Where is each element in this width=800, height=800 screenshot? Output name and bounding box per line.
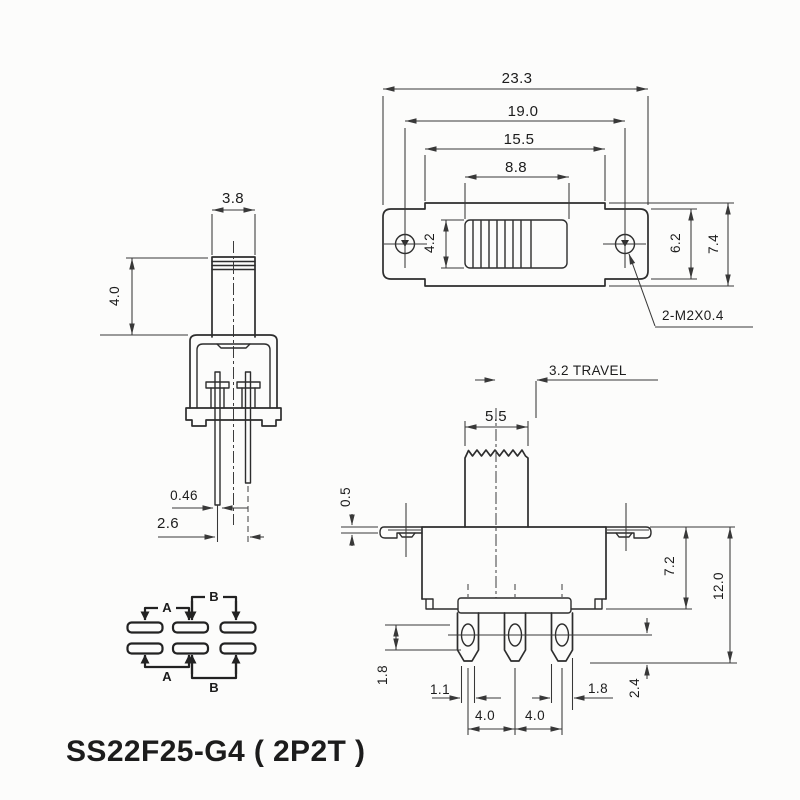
- dim-body-height: 7.2: [662, 556, 677, 576]
- dim-end-height: 6.2: [668, 233, 683, 253]
- circuit-schematic: A B A B: [126, 588, 257, 695]
- dim-overall-height-front: 12.0: [711, 572, 726, 600]
- top-view-flange-outline: [382, 202, 649, 287]
- pad-top-3: [219, 621, 257, 634]
- pad-bottom-3: [219, 642, 257, 655]
- dim-actuator-height: 4.0: [107, 286, 122, 306]
- thread-note-leader: [628, 253, 656, 327]
- dim-tip-width: 1.1: [430, 682, 450, 697]
- pad-top-1: [126, 621, 164, 634]
- dim-terminal-pitch-a: 4.0: [475, 708, 495, 723]
- side-pin-right: [244, 371, 252, 484]
- front-actuator: [464, 449, 529, 528]
- dim-mount-hole-pitch: 19.0: [508, 103, 539, 120]
- front-terminal-strip: [457, 597, 572, 614]
- travel-note: 3.2 TRAVEL: [549, 363, 627, 378]
- front-bracket: [379, 526, 652, 539]
- dim-slot-height: 4.2: [422, 233, 437, 253]
- pole-label-top-a: A: [162, 600, 172, 615]
- bracket-bottom-b: [190, 656, 238, 680]
- side-base: [185, 407, 282, 427]
- dim-terminal-pitch-b: 4.0: [525, 708, 545, 723]
- front-body-outline: [421, 526, 607, 600]
- top-view: 23.3 19.0 15.5 8.8 4.2 6.2 7.4 2-M2X0.4: [382, 70, 753, 328]
- dim-terminal-thickness: 0.46: [170, 488, 198, 503]
- dim-bracket-thickness: 0.5: [338, 487, 353, 507]
- terminal-3: [550, 612, 574, 662]
- top-view-slot: [464, 219, 568, 269]
- side-pin-left: [214, 371, 221, 506]
- dim-terminal-pitch: 2.6: [157, 515, 179, 532]
- dim-overall-width: 23.3: [502, 70, 533, 87]
- side-post-left: [205, 381, 230, 389]
- pad-top-2: [171, 621, 210, 634]
- pole-label-top-b: B: [209, 589, 218, 604]
- pole-label-bottom-a: A: [162, 669, 172, 684]
- thread-note: 2-M2X0.4: [662, 308, 724, 323]
- pad-bottom-2: [171, 642, 210, 655]
- dim-shoulder-height: 1.8: [375, 665, 390, 685]
- pole-label-bottom-b: B: [209, 680, 218, 695]
- slider-knob-ridges: [472, 220, 532, 268]
- dim-shoulder-width: 15.5: [504, 131, 535, 148]
- terminal-1: [456, 612, 480, 662]
- dim-overall-height: 7.4: [706, 234, 721, 254]
- front-view: 3.2 TRAVEL 5.5 0.5 1.8 1.1 4.0 4.0 1.8 2…: [338, 363, 737, 735]
- dim-hole-to-tip: 2.4: [627, 678, 642, 698]
- terminal-2: [503, 612, 527, 662]
- dim-terminal-width: 1.8: [588, 681, 608, 696]
- dim-slot-width: 8.8: [505, 159, 527, 176]
- side-body-outline: [189, 334, 278, 409]
- side-view: 3.8 4.0 0.46 2.6: [100, 190, 282, 542]
- part-title: SS22F25-G4 ( 2P2T ): [66, 735, 365, 768]
- dim-actuator-width-front: 5.5: [485, 408, 507, 425]
- side-post-right: [236, 381, 261, 389]
- dim-actuator-width-side: 3.8: [222, 190, 244, 207]
- bracket-bottom-a: [143, 656, 191, 669]
- pad-bottom-1: [126, 642, 164, 655]
